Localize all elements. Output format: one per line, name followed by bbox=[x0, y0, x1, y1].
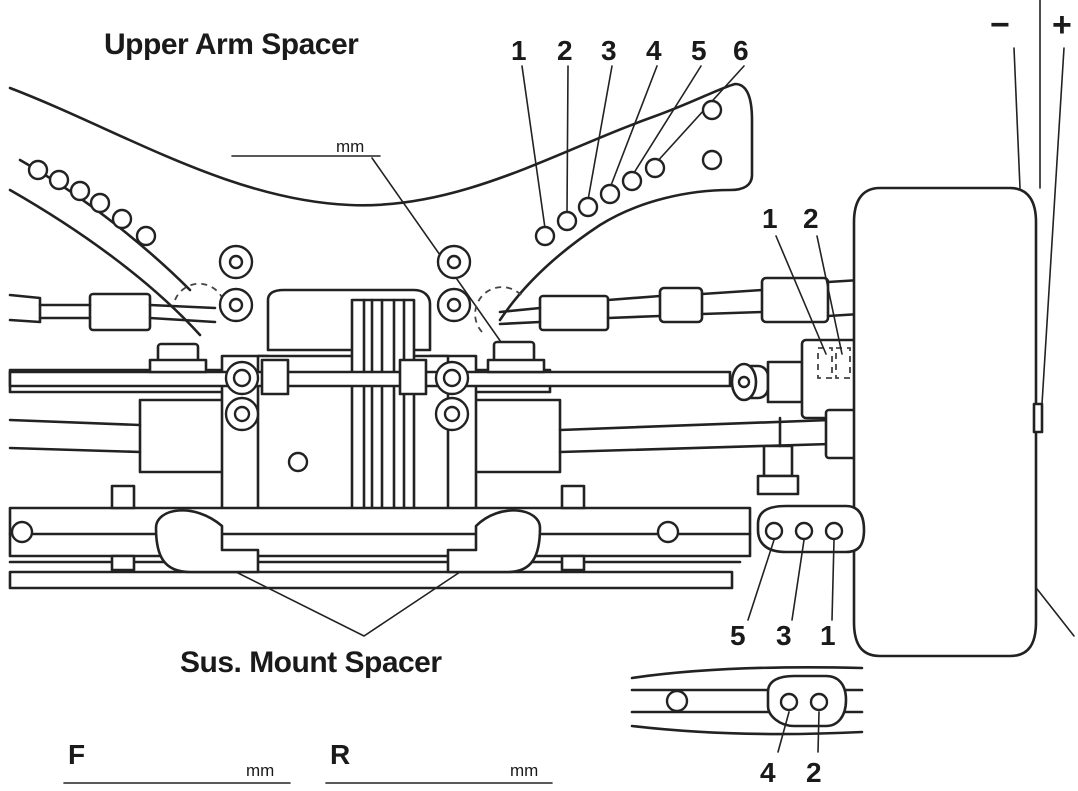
upper-hole-numbers: 1 2 3 4 5 6 bbox=[511, 35, 749, 66]
rear-unit: mm bbox=[510, 761, 538, 780]
camber-minus-sign: − bbox=[990, 6, 1010, 44]
upper-hole bbox=[534, 225, 556, 247]
front-unit: mm bbox=[246, 761, 274, 780]
bulkhead bbox=[8, 244, 752, 590]
inset-hole-number: 4 bbox=[760, 757, 776, 788]
upper-hole-number: 6 bbox=[733, 35, 749, 66]
hub-hole-number: 1 bbox=[762, 203, 778, 234]
camber-plus-sign: + bbox=[1052, 6, 1072, 44]
upper-arm bbox=[8, 82, 754, 337]
upper-hole-number: 4 bbox=[646, 35, 662, 66]
hub-hole-number: 2 bbox=[803, 203, 819, 234]
lower-hole-number: 5 bbox=[730, 620, 746, 651]
upper-hole-number: 3 bbox=[601, 35, 617, 66]
lower-arm-inset bbox=[630, 666, 864, 753]
front-spacer-field: F mm bbox=[63, 739, 291, 784]
rear-label: R bbox=[330, 739, 350, 770]
upper-hole-number: 1 bbox=[511, 35, 527, 66]
inset-hole-number: 2 bbox=[806, 757, 822, 788]
upper-hole-leaders bbox=[521, 65, 745, 229]
front-label: F bbox=[68, 739, 85, 770]
hub-carrier bbox=[558, 338, 860, 496]
camber-links bbox=[8, 276, 862, 333]
wheel bbox=[852, 0, 1065, 658]
sus-mount-spacer-label: Sus. Mount Spacer bbox=[180, 646, 442, 679]
upper-hole bbox=[621, 170, 643, 192]
upper-hole bbox=[644, 157, 666, 179]
upper-hole bbox=[556, 210, 578, 232]
upper-hole bbox=[577, 196, 599, 218]
center-spacer-unit: mm bbox=[336, 137, 364, 156]
rear-spacer-field: R mm bbox=[325, 739, 553, 784]
upper-hole bbox=[599, 183, 621, 205]
upper-hole-number: 2 bbox=[557, 35, 573, 66]
upper-arm-spacer-label: Upper Arm Spacer bbox=[104, 28, 359, 61]
lower-hole-number: 1 bbox=[820, 620, 836, 651]
upper-hole-number: 5 bbox=[691, 35, 707, 66]
lower-hole-number: 3 bbox=[776, 620, 792, 651]
sus-mount-leader bbox=[235, 571, 461, 637]
lower-arm-holes-a bbox=[747, 504, 866, 621]
